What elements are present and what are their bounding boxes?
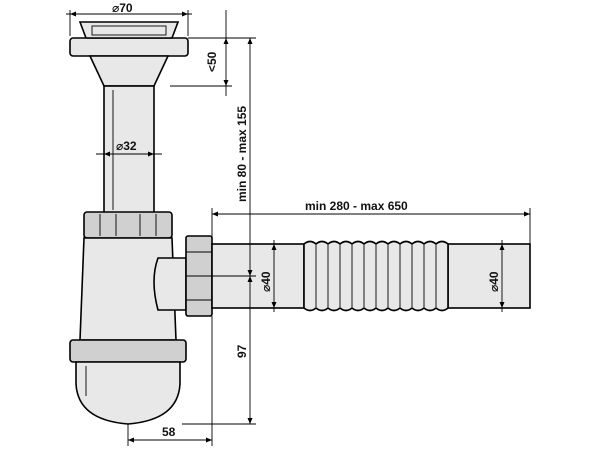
dim-label-strainer-diameter: ⌀70 <box>112 1 133 15</box>
sink-strainer <box>69 21 189 87</box>
dim-label-trap-offset: 58 <box>162 425 176 439</box>
flexible-hose <box>211 240 531 312</box>
dimension-arrowhead <box>212 211 218 217</box>
dim-label-strainer-height: <50 <box>205 51 219 72</box>
dim-label-hose-length: min 280 - max 650 <box>305 199 408 213</box>
dim-label-outlet-diameter-right: ⌀40 <box>487 271 501 292</box>
dimension-arrowhead <box>223 80 229 86</box>
dimension-arrowhead <box>128 437 134 443</box>
dim-trap-offset: 58 <box>127 316 213 446</box>
dimension-arrowhead <box>247 418 253 424</box>
dimension-arrowhead <box>182 11 188 17</box>
dimension-arrowhead <box>271 244 277 250</box>
bottle-trap <box>69 211 187 425</box>
dim-outlet-diameter-right: ⌀40 <box>487 240 503 312</box>
dim-label-total-height: min 80 - max 155 <box>235 106 249 202</box>
dimension-arrowhead <box>104 151 110 157</box>
dimension-arrowhead <box>499 302 505 308</box>
dim-hose-length: min 280 - max 650 <box>211 199 531 244</box>
strainer-flange <box>69 37 189 57</box>
dimension-arrowhead <box>271 302 277 308</box>
hose-right-cuff <box>447 243 531 309</box>
strainer-nut <box>88 55 170 87</box>
strainer-cup <box>78 21 180 39</box>
dim-outlet-diameter-left: ⌀40 <box>259 240 275 312</box>
dim-label-tailpiece-diameter: ⌀32 <box>116 139 137 153</box>
trap-nut <box>83 211 173 239</box>
dimension-arrowhead <box>499 244 505 250</box>
trap-outlet-neck <box>153 257 187 311</box>
trap-cup <box>75 361 181 425</box>
dim-strainer-diameter: ⌀70 <box>66 1 192 36</box>
dimension-arrowhead <box>70 11 76 17</box>
trap-bottom-nut <box>69 339 187 363</box>
dimension-arrowhead <box>223 38 229 44</box>
dimension-arrowhead <box>247 38 253 44</box>
dimension-arrowhead <box>247 270 253 276</box>
dimension-arrowhead <box>206 437 212 443</box>
dimension-arrowhead <box>524 211 530 217</box>
dimension-arrowhead <box>247 276 253 282</box>
dim-total-height: min 80 - max 155 <box>188 37 256 276</box>
dim-label-trap-height: 97 <box>235 344 249 358</box>
dimension-arrows <box>70 11 530 443</box>
dim-trap-height: 97 <box>182 275 256 425</box>
strainer-grid <box>91 25 167 36</box>
dim-label-outlet-diameter-left: ⌀40 <box>259 271 273 292</box>
dimension-arrowhead <box>148 151 154 157</box>
